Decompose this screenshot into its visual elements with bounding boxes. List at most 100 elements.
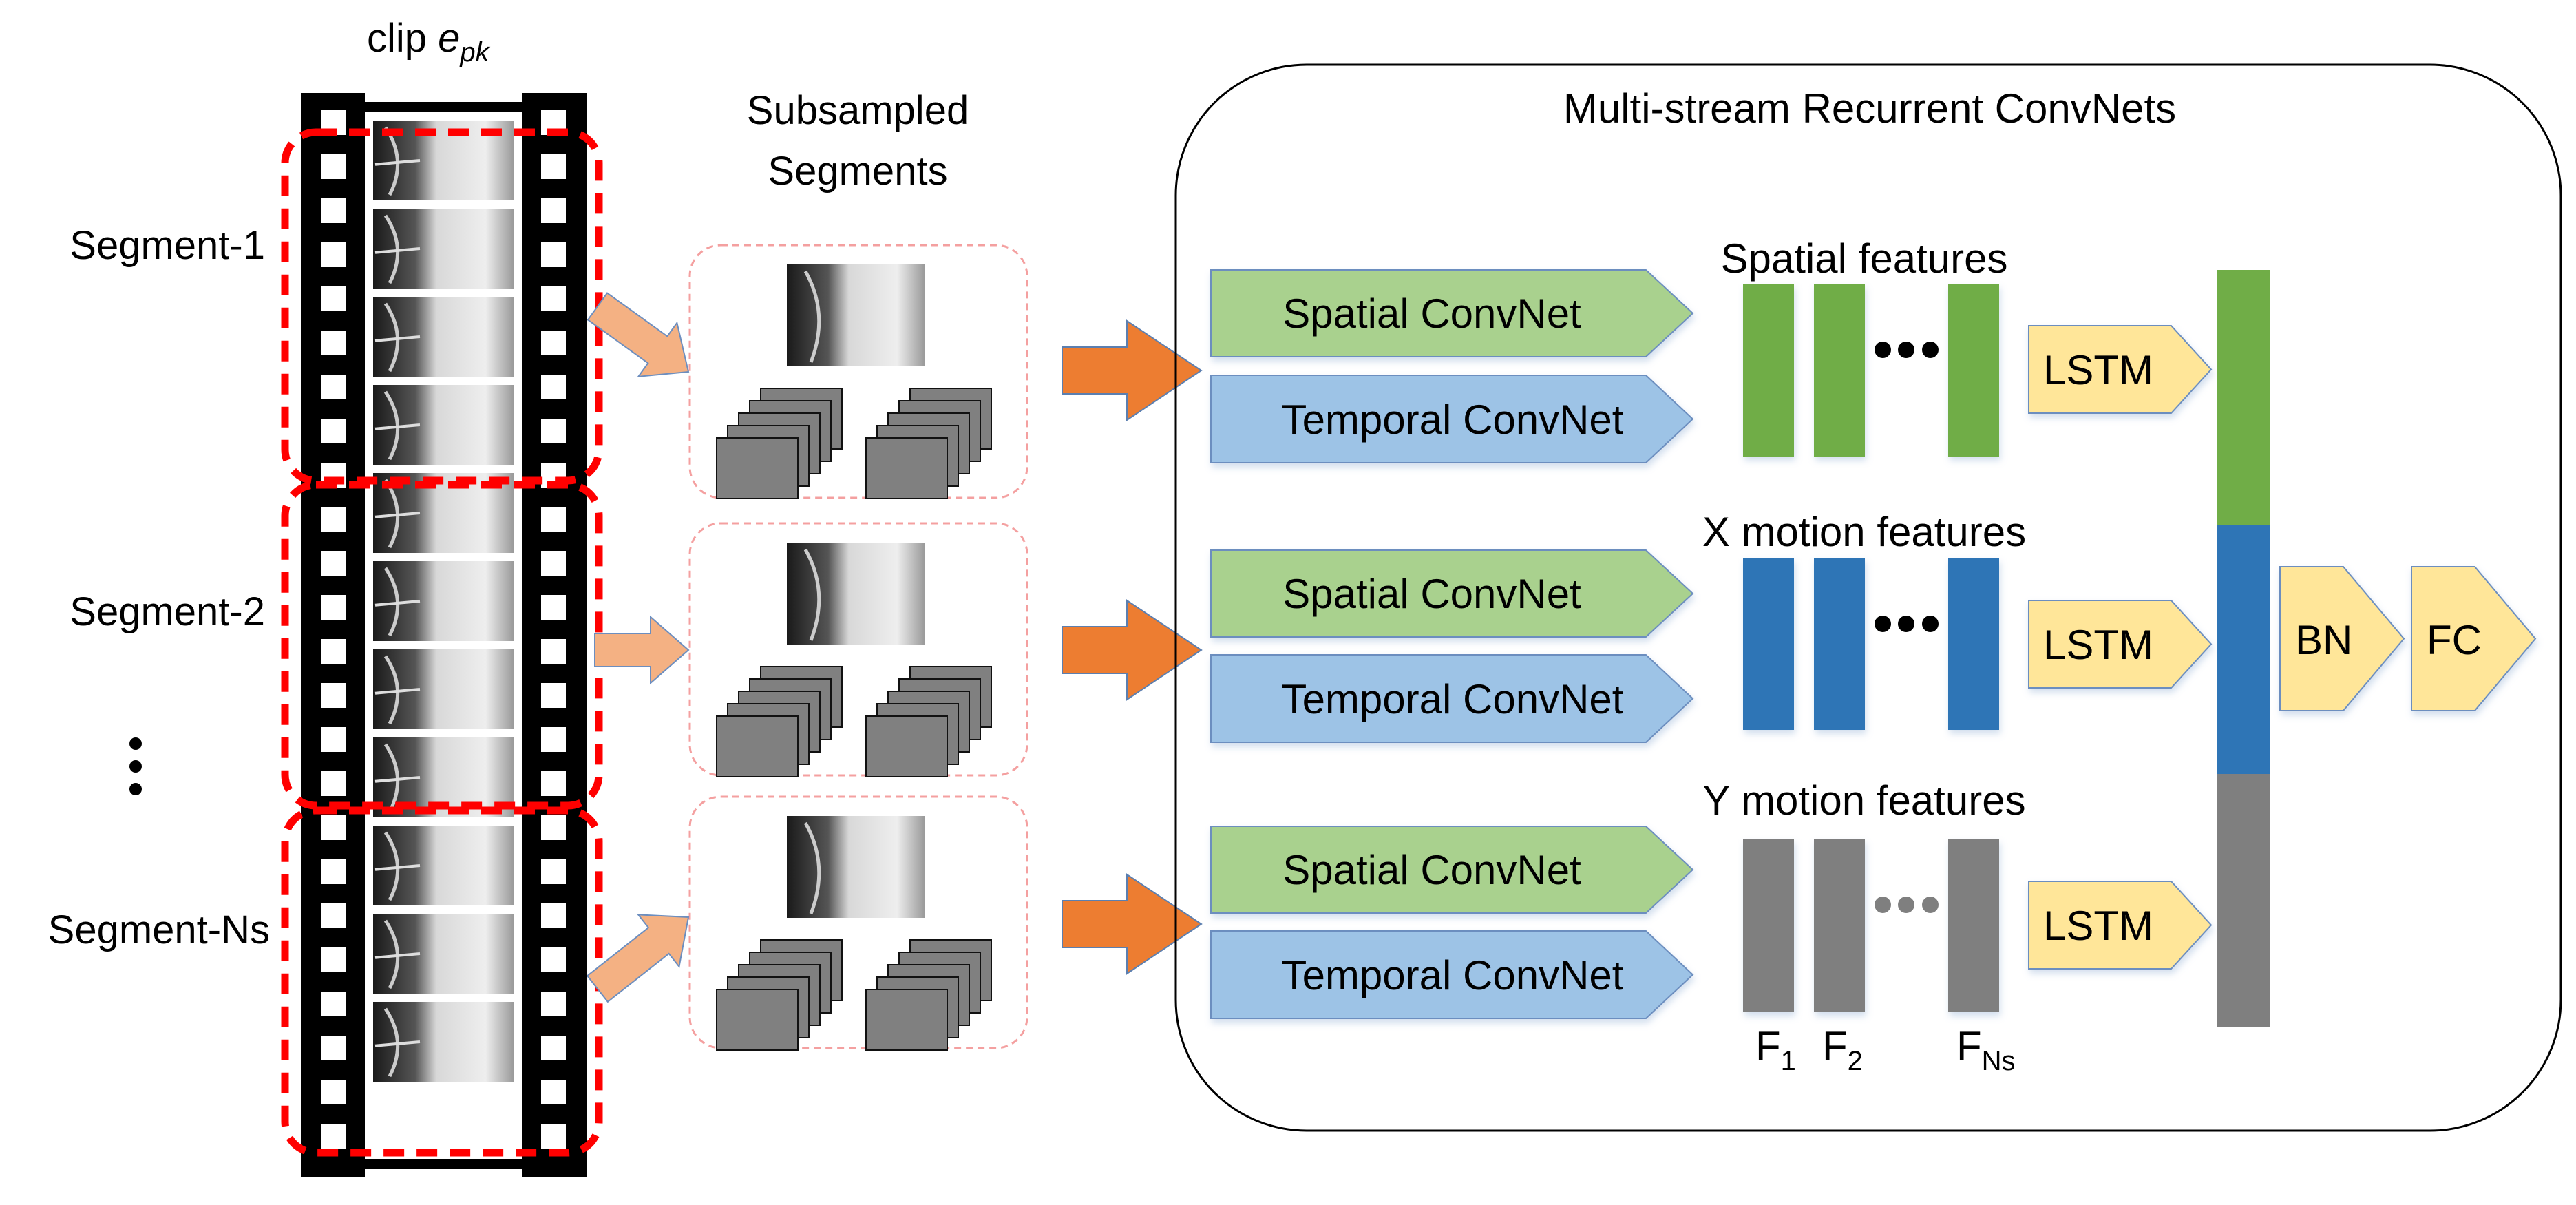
sprocket-hole xyxy=(541,198,566,223)
sprocket-hole xyxy=(321,419,346,443)
lstm-shape xyxy=(2028,325,2213,414)
frame-detail xyxy=(383,214,400,284)
frame-detail xyxy=(374,688,421,695)
feature-bar-1 xyxy=(1743,558,1794,730)
lstm-label: LSTM xyxy=(2043,622,2153,668)
lstm-shape xyxy=(2028,881,2213,970)
flow-y-stack xyxy=(865,939,992,1051)
flow-frame xyxy=(865,437,948,499)
spatial-convnet-label: Spatial ConvNet xyxy=(1282,571,1581,617)
frame-detail xyxy=(383,655,400,725)
sprocket-hole xyxy=(541,639,566,664)
frame-detail xyxy=(374,247,421,254)
segment-ns-arrow xyxy=(586,914,690,1003)
sprocket-hole xyxy=(321,507,346,532)
sprocket-hole xyxy=(541,507,566,532)
flow-frame xyxy=(865,715,948,777)
frame-detail xyxy=(374,776,421,783)
film-frame xyxy=(373,561,514,641)
sprocket-hole xyxy=(321,639,346,664)
film-frame xyxy=(373,649,514,729)
temporal-convnet-label: Temporal ConvNet xyxy=(1282,952,1624,998)
temporal-convnet-block: Temporal ConvNet xyxy=(1210,375,1694,463)
sprocket-hole xyxy=(321,947,346,972)
film-frame xyxy=(373,1002,514,1082)
sprocket-hole xyxy=(541,551,566,576)
model-title: Multi-stream Recurrent ConvNets xyxy=(1563,85,2176,132)
sprocket-hole xyxy=(541,683,566,708)
bn-block: BN xyxy=(2279,566,2405,711)
fc-shape xyxy=(2411,566,2537,711)
frame-detail xyxy=(383,831,400,901)
film-frame xyxy=(373,826,514,905)
feature-bar-3 xyxy=(1948,558,1999,730)
flow-frame xyxy=(865,989,948,1051)
lstm-block: LSTM xyxy=(2028,325,2213,414)
frame-detail xyxy=(383,919,400,989)
bn-label: BN xyxy=(2295,617,2352,663)
flow-x-stack xyxy=(716,666,843,777)
input-arrows xyxy=(1062,319,1203,975)
frame-detail xyxy=(383,302,400,373)
rgb-frame-image xyxy=(787,543,925,645)
feature-bar-3 xyxy=(1948,839,1999,1012)
ellipsis-dot xyxy=(1922,616,1939,632)
segment-label: Segment-1 xyxy=(70,223,265,268)
lstm-shape xyxy=(2028,600,2213,689)
temporal-convnet-shape xyxy=(1210,654,1694,743)
subsampled-title-line1: Subsampled xyxy=(747,88,969,133)
input-arrow-2 xyxy=(1062,599,1203,701)
spatial-convnet-block: Spatial ConvNet xyxy=(1210,269,1694,357)
sprocket-hole xyxy=(321,903,346,928)
sprocket-hole xyxy=(321,1080,346,1104)
frame-detail xyxy=(383,1007,400,1078)
frame-detail xyxy=(383,567,400,637)
ellipsis-dot xyxy=(1898,897,1914,913)
ellipsis-dot xyxy=(1875,897,1891,913)
sprocket-hole xyxy=(321,286,346,311)
sprocket-hole xyxy=(321,859,346,884)
ellipsis-dot xyxy=(1922,897,1939,913)
spatial-convnet-shape xyxy=(1210,269,1694,357)
sprocket-hole xyxy=(321,727,346,752)
frame-detail xyxy=(374,952,421,959)
rgb-frame-image xyxy=(787,264,925,366)
frame-detail xyxy=(374,864,421,871)
spatial-convnet-block: Spatial ConvNet xyxy=(1210,826,1694,914)
film-bottom-bar xyxy=(365,1159,522,1169)
flow-frame xyxy=(716,989,799,1051)
ellipsis-dot xyxy=(1898,342,1914,358)
sprocket-hole xyxy=(321,815,346,840)
fc-block: FC xyxy=(2411,566,2537,711)
segment-1-arrow xyxy=(587,292,690,378)
sprocket-hole xyxy=(541,859,566,884)
sprocket-hole xyxy=(321,242,346,267)
sprocket-hole xyxy=(541,947,566,972)
ellipsis-dot xyxy=(1922,342,1939,358)
subsampled-title-line2: Segments xyxy=(768,149,947,193)
film-strip xyxy=(301,93,587,1177)
film-frame xyxy=(373,914,514,994)
temporal-convnet-label: Temporal ConvNet xyxy=(1282,397,1624,443)
sprocket-hole xyxy=(541,242,566,267)
ellipsis-dot xyxy=(1898,616,1914,632)
spatial-convnet-shape xyxy=(1210,826,1694,914)
concat-segment-2 xyxy=(2217,525,2270,774)
sprocket-hole xyxy=(541,286,566,311)
lstm-label: LSTM xyxy=(2043,903,2153,949)
ellipsis-dot xyxy=(1875,342,1891,358)
frame-detail xyxy=(374,159,421,166)
segment-arrows xyxy=(586,292,690,1003)
sprocket-hole xyxy=(321,595,346,620)
feature-bar-2 xyxy=(1814,558,1865,730)
sprocket-hole xyxy=(321,331,346,355)
sprocket-hole xyxy=(541,419,566,443)
flow-x-stack xyxy=(716,388,843,499)
frame-detail xyxy=(803,270,821,363)
temporal-convnet-shape xyxy=(1210,375,1694,463)
